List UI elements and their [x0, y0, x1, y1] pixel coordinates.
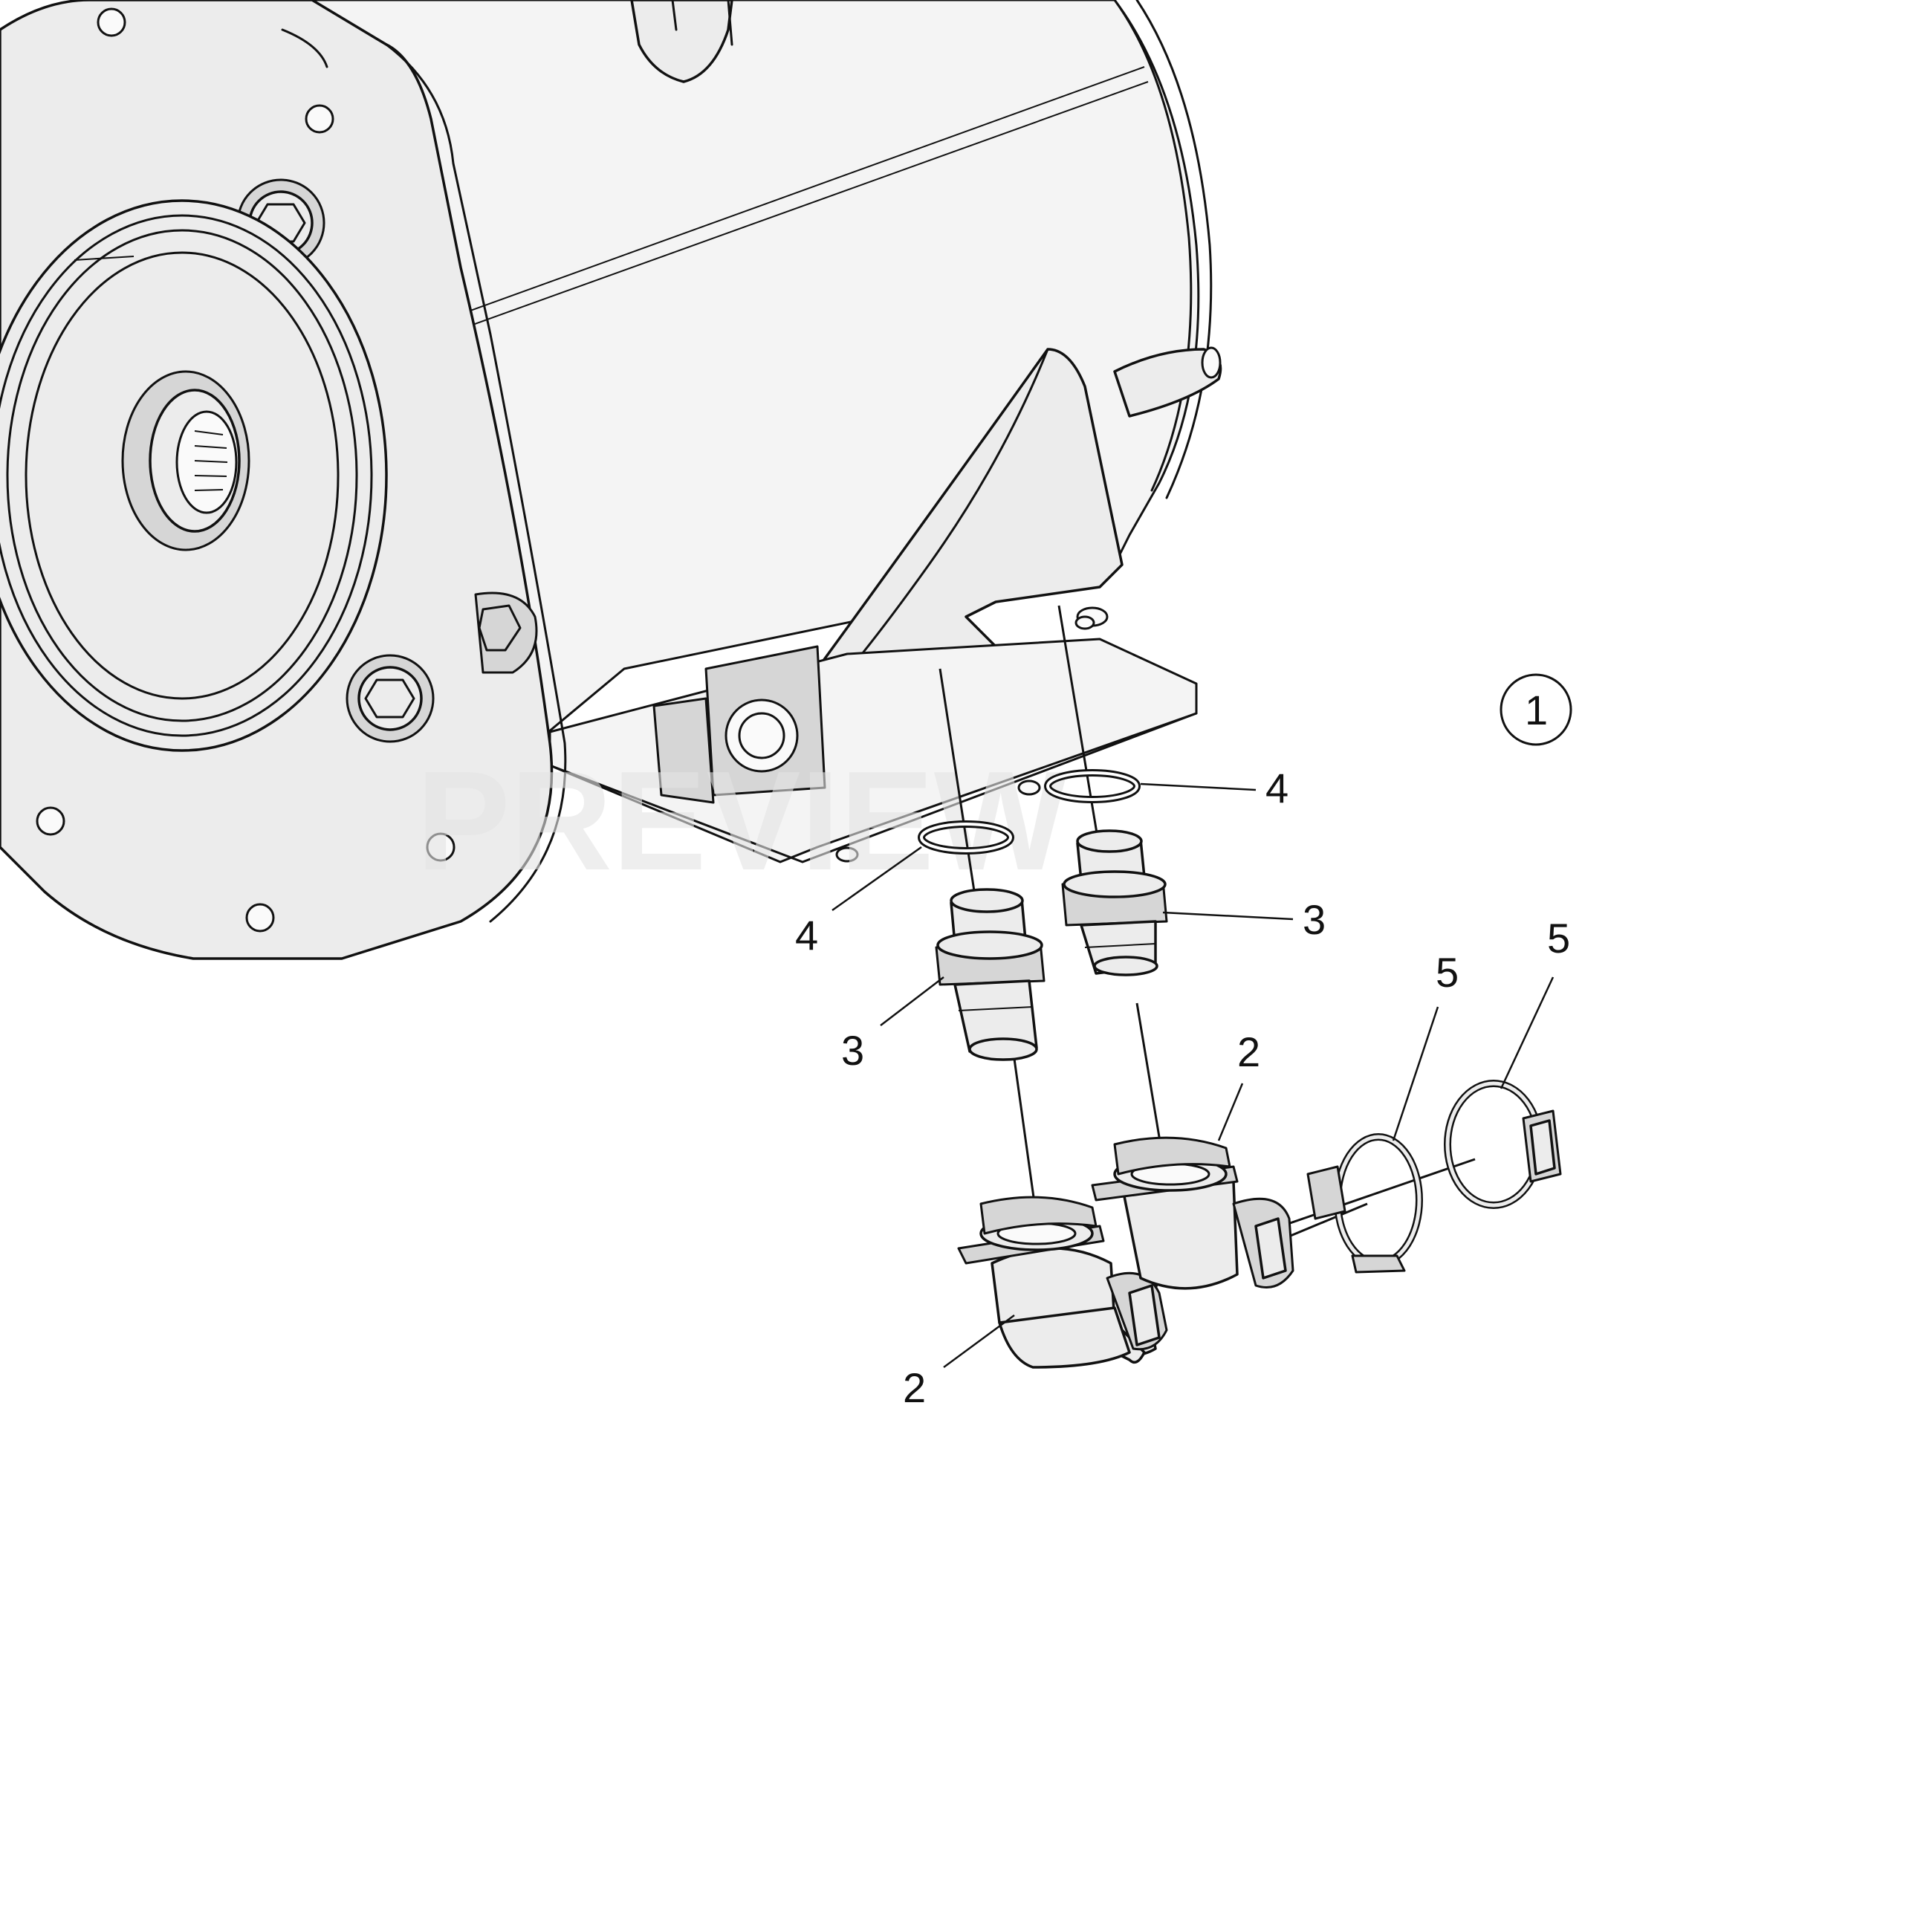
leader-lines — [832, 782, 1555, 1369]
motor-assembly: PREVIEW — [0, 0, 1222, 960]
hex-screw-side — [474, 591, 538, 674]
o-ring-lower — [918, 820, 1014, 855]
callout-labels: 4 4 3 3 5 5 2 2 1 — [795, 673, 1572, 1411]
callout-2-lower: 2 — [903, 1364, 926, 1411]
hex-screw-bottom — [346, 654, 435, 743]
callout-4-lower: 4 — [795, 912, 818, 959]
bracket — [816, 348, 1124, 674]
hose-clamp-right — [1444, 1080, 1562, 1209]
callout-4-upper: 4 — [1265, 765, 1288, 811]
explode-lines — [939, 605, 1476, 1242]
adapter-fitting-left — [935, 888, 1046, 1061]
callout-5-right: 5 — [1547, 915, 1570, 962]
o-ring-upper — [1044, 769, 1141, 803]
callout-1-circled: 1 — [1500, 673, 1572, 746]
callout-2-upper: 2 — [1237, 1028, 1260, 1075]
callout-3-left: 3 — [841, 1027, 864, 1074]
adapter-fitting-right — [1061, 829, 1168, 976]
callout-5-left: 5 — [1436, 949, 1459, 996]
elbow-fitting-left — [957, 1196, 1168, 1369]
callout-3-right: 3 — [1303, 896, 1326, 943]
hose-clamp-left — [1306, 1133, 1423, 1274]
svg-text:1: 1 — [1525, 687, 1548, 733]
elbow-fitting-right — [1091, 1136, 1294, 1290]
